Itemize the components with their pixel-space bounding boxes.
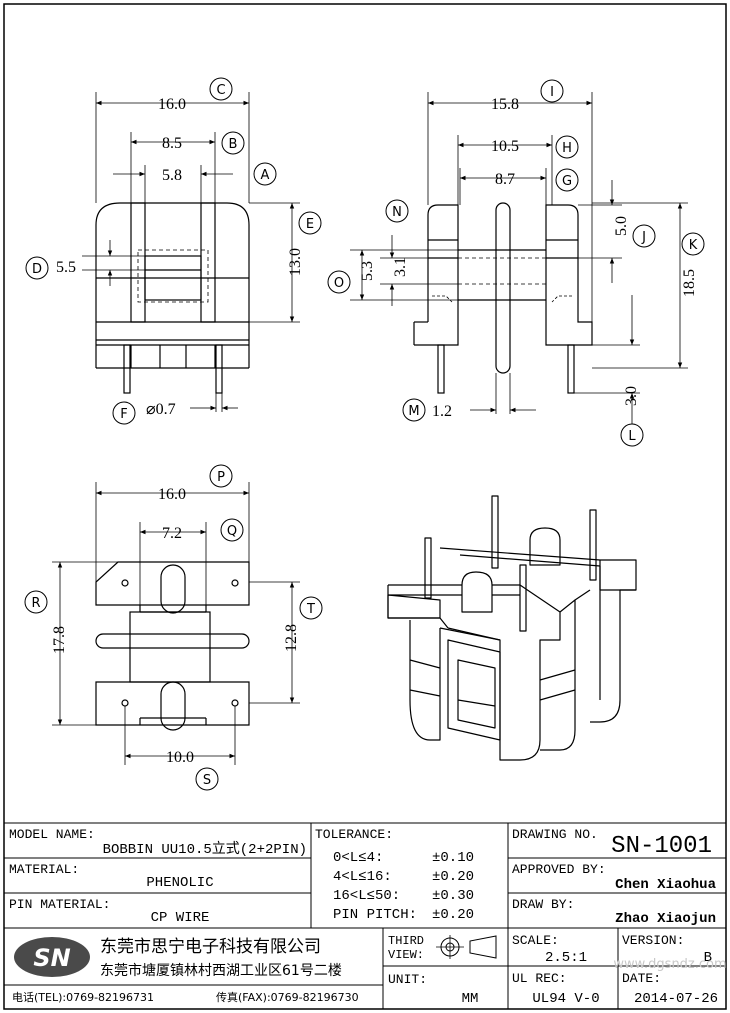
callout-i: I <box>550 85 554 100</box>
dim-bottom-inner-depth: 12.8 <box>283 624 300 652</box>
dim-bottom-pin-pitch: 10.0 <box>166 749 194 766</box>
callout-p: P <box>217 470 225 485</box>
tolerance-value-0: ±0.10 <box>432 850 474 866</box>
tolerance-range-1: 4<L≤16: <box>333 869 392 885</box>
callout-g: G <box>562 174 572 189</box>
dim-bottom-depth: 17.8 <box>51 626 68 654</box>
model-name-value: BOBBIN UU10.5立式(2+2PIN) <box>103 841 307 858</box>
callout-k: K <box>689 238 698 253</box>
dim-bottom-slot-width: 7.2 <box>162 525 182 542</box>
third-view-label-line2: VIEW: <box>388 948 424 962</box>
dim-side-flange-thickness: 1.2 <box>432 403 452 420</box>
dim-side-pin-length: 3.0 <box>623 386 640 406</box>
scale-value: 2.5:1 <box>545 950 587 966</box>
callout-m: M <box>408 404 419 419</box>
dim-front-pin-row-outer: 8.5 <box>162 135 182 152</box>
callout-c: C <box>216 83 225 98</box>
pin-material-label: PIN MATERIAL: <box>9 897 110 912</box>
callout-l: L <box>628 429 636 444</box>
tolerance-range-2: 16<L≤50: <box>333 888 400 904</box>
side-view-dimensions <box>350 92 688 440</box>
callout-r: R <box>31 596 40 611</box>
title-block <box>3 822 727 1010</box>
callout-h: H <box>562 141 572 156</box>
date-value: 2014-07-26 <box>634 991 718 1007</box>
callout-j: J <box>641 230 646 245</box>
tolerance-value-3: ±0.20 <box>432 907 474 923</box>
bottom-view <box>95 561 250 731</box>
drawing-no-value: SN-1001 <box>611 833 712 860</box>
third-view-label-line1: THIRD <box>388 934 424 948</box>
dim-side-width: 15.8 <box>491 96 519 113</box>
logo-text: SN <box>33 944 70 972</box>
dim-side-top-section: 5.0 <box>613 216 630 236</box>
callout-b: B <box>229 137 238 152</box>
scale-label: SCALE: <box>512 933 559 948</box>
draw-by-value: Zhao Xiaojun <box>615 911 716 927</box>
bottom-view-dimensions <box>52 482 300 765</box>
dim-side-inner-width: 10.5 <box>491 138 519 155</box>
front-view <box>95 202 250 394</box>
dim-side-winding-height: 5.3 <box>359 261 376 281</box>
material-label: MATERIAL: <box>9 862 79 877</box>
dim-side-total-height: 18.5 <box>681 269 698 297</box>
approved-by-value: Chen Xiaohua <box>615 877 716 893</box>
isometric-view <box>387 495 637 761</box>
pin-material-value: CP WIRE <box>151 910 210 926</box>
callout-d: D <box>32 262 42 277</box>
tolerance-label: TOLERANCE: <box>315 827 393 842</box>
company-name: 东莞市思宁电子科技有限公司 <box>100 937 321 957</box>
side-view-labels: 15.8 10.5 8.7 5.0 5.3 3.1 18.5 3.0 1.2 <box>359 96 698 420</box>
callout-letters: C B A E D F I H G N J K O M L P Q R T S <box>31 83 697 788</box>
dim-bottom-width: 16.0 <box>158 486 186 503</box>
unit-value: MM <box>462 991 479 1007</box>
company-address: 东莞市塘厦镇林村西湖工业区61号二楼 <box>100 962 342 979</box>
dim-front-core-window: 5.5 <box>56 259 76 276</box>
date-label: DATE: <box>622 971 661 986</box>
company-logo: SN <box>14 937 90 977</box>
front-view-dimensions <box>82 92 300 412</box>
callout-e: E <box>306 217 314 232</box>
title-block-text: MODEL NAME: BOBBIN UU10.5立式(2+2PIN) MATE… <box>9 827 727 1007</box>
dim-side-core-height: 3.1 <box>392 257 409 277</box>
bottom-view-labels: 16.0 7.2 17.8 12.8 10.0 <box>51 486 300 766</box>
company-fax: 传真(FAX):0769-82196730 <box>216 990 359 1004</box>
ul-rec-value: UL94 V-0 <box>532 991 599 1007</box>
side-view <box>413 202 593 394</box>
material-value: PHENOLIC <box>146 875 213 891</box>
tolerance-value-1: ±0.20 <box>432 869 474 885</box>
approved-by-label: APPROVED BY: <box>512 862 606 877</box>
ul-rec-label: UL REC: <box>512 971 567 986</box>
model-name-label: MODEL NAME: <box>9 827 95 842</box>
callout-t: T <box>306 602 315 617</box>
tolerance-range-0: 0<L≤4: <box>333 850 383 866</box>
company-tel: 电话(TEL):0769-82196731 <box>12 991 154 1004</box>
callout-bubbles <box>24 77 705 791</box>
callout-s: S <box>203 773 211 788</box>
dim-front-pin-row-inner: 5.8 <box>162 167 182 184</box>
tolerance-value-2: ±0.30 <box>432 888 474 904</box>
draw-by-label: DRAW BY: <box>512 897 574 912</box>
front-view-labels: 16.0 8.5 5.8 5.5 13.0 ⌀0.7 <box>56 96 304 418</box>
unit-label: UNIT: <box>388 972 427 987</box>
callout-q: Q <box>227 524 237 539</box>
version-label: VERSION: <box>622 933 684 948</box>
version-value: B <box>704 950 712 966</box>
drawing-no-label: DRAWING NO. <box>512 827 598 842</box>
tolerance-range-3: PIN PITCH: <box>333 907 417 923</box>
dim-side-flange-gap: 8.7 <box>495 171 515 188</box>
callout-f: F <box>120 407 127 422</box>
dim-front-width: 16.0 <box>158 96 186 113</box>
watermark: www.dgsndz.com <box>613 957 726 972</box>
callout-o: O <box>334 276 344 291</box>
dim-front-height: 13.0 <box>287 248 304 276</box>
dim-front-pin-diameter: ⌀0.7 <box>146 401 176 418</box>
callout-a: A <box>261 168 270 183</box>
callout-n: N <box>392 205 402 220</box>
